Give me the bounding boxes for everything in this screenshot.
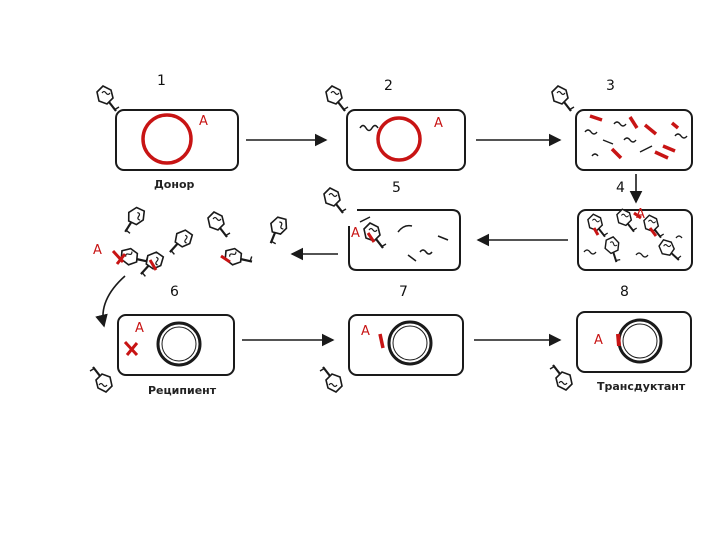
transducing-phage-5 [364, 223, 386, 248]
recipient-caption: Реципиент [148, 384, 216, 397]
gene-a-label-7: A [361, 324, 370, 339]
step-3-label: 3 [606, 78, 615, 94]
gene-a-label-released: A [93, 243, 102, 258]
recipient-chromosome-7 [389, 322, 431, 364]
phage-icon-1 [97, 86, 119, 111]
phage-icon-6 [90, 367, 112, 392]
phage-icon-2 [326, 86, 348, 111]
step-8-label: 8 [620, 284, 629, 300]
transductant-caption: Трансдуктант [597, 380, 685, 393]
transductant-chromosome [619, 320, 661, 362]
integrated-gene-8 [618, 334, 619, 346]
gene-a-label-4: A [636, 207, 645, 222]
released-phages [117, 205, 294, 277]
recipient-chromosome-6 [158, 323, 200, 365]
gene-a-label-6: A [135, 321, 144, 336]
phage-icon-7 [320, 367, 342, 392]
step-6-label: 6 [170, 284, 179, 300]
step-2-label: 2 [384, 78, 393, 94]
phage-icon-8 [550, 365, 572, 390]
gene-a-label-5: A [351, 226, 360, 241]
phage-icon-3 [552, 86, 574, 111]
step-4-label: 4 [616, 180, 625, 196]
phage-icon-5 [324, 188, 346, 213]
gene-a-label-8: A [594, 333, 603, 348]
gene-a-label-1: A [199, 114, 208, 129]
step-7-label: 7 [399, 284, 408, 300]
step-1-label: 1 [157, 73, 166, 89]
donor-caption: Донор [154, 178, 194, 191]
gene-a-label-2: A [434, 116, 443, 131]
step-5-label: 5 [392, 180, 401, 196]
lysing-cell [576, 110, 692, 170]
